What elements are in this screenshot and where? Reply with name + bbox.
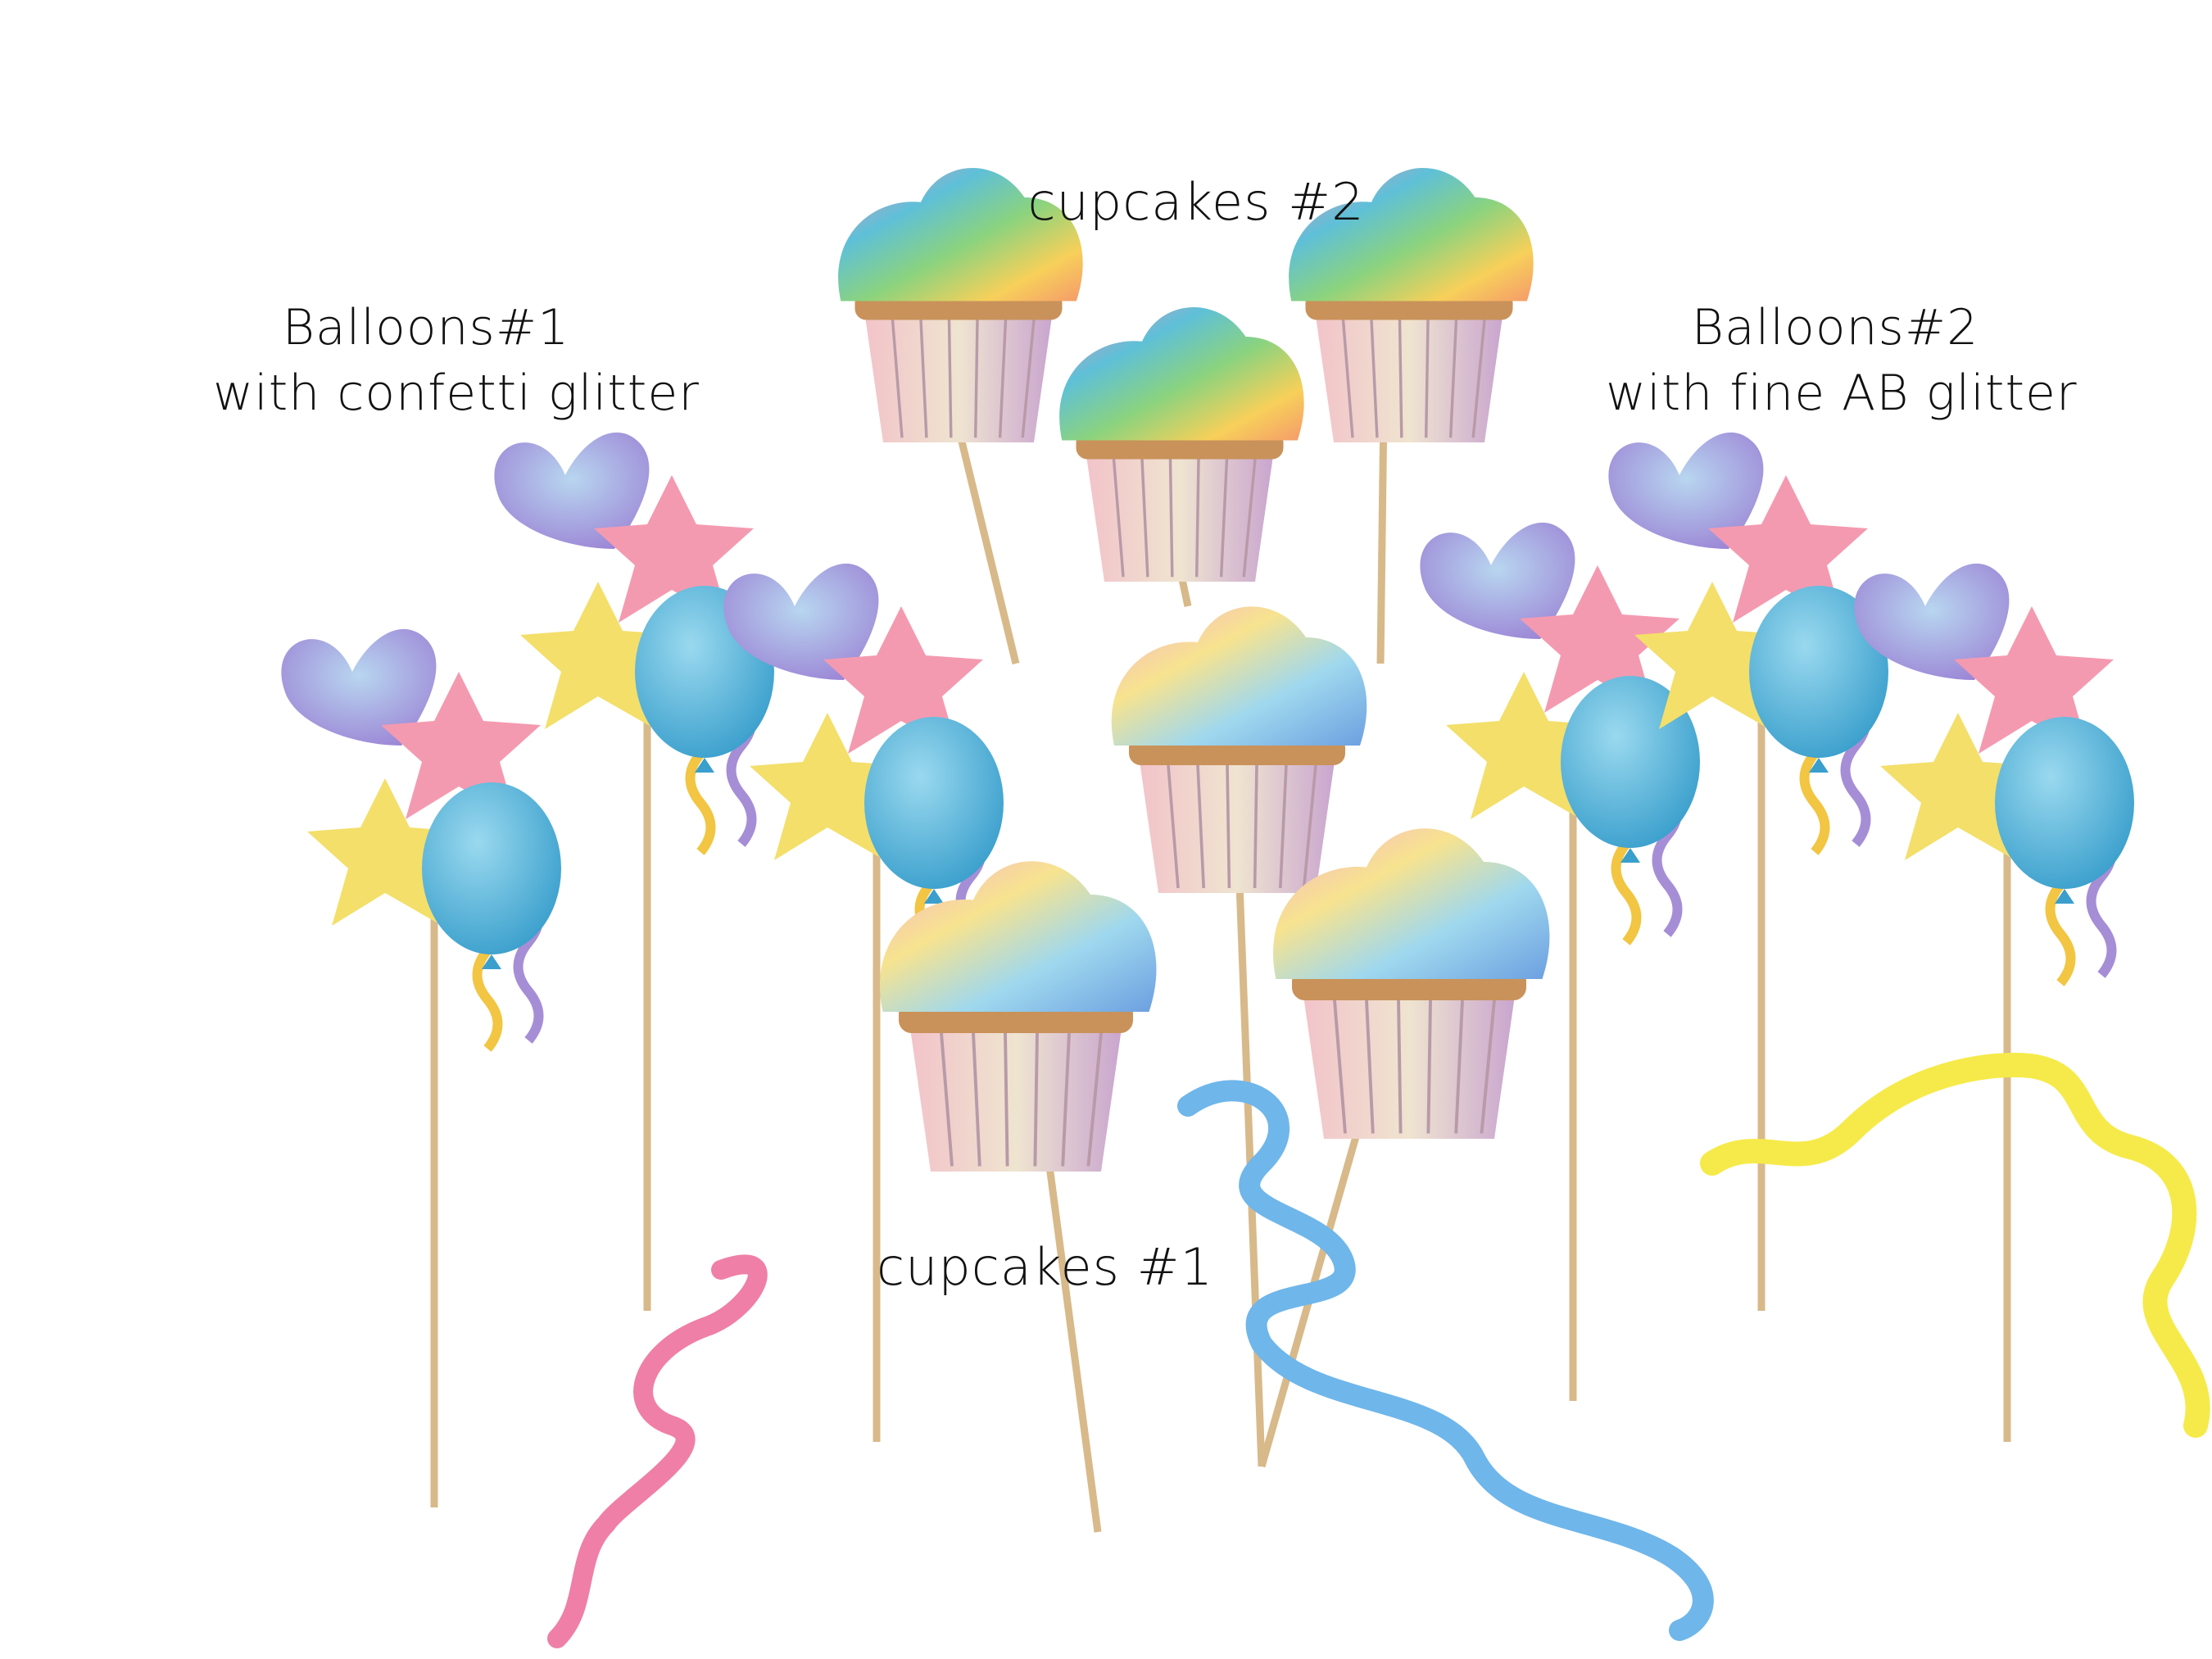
pink-curling-ribbon [547, 1254, 768, 1648]
yellow-curling-ribbon [1700, 1052, 2210, 1438]
cupcakes-1-label: cupcakes #1 [877, 1237, 1214, 1297]
blue-curling-ribbon [1177, 1080, 1714, 1641]
balloons-1-title: Balloons#1 [282, 299, 570, 356]
cupcakes-2-label: cupcakes #2 [1027, 172, 1365, 232]
balloons-1-label: Balloons#1 with confetti glitter [213, 295, 700, 426]
cupcake-1-center [1109, 605, 1369, 895]
balloons-1-subtitle: with confetti glitter [213, 365, 700, 422]
balloons-2-subtitle: with fine AB glitter [1606, 365, 2078, 422]
cupcake-2-middle [1058, 306, 1306, 583]
balloon-topper-left-1 [281, 629, 561, 1507]
balloon-topper-right-2 [1608, 433, 1888, 1311]
balloons-2-label: Balloons#2 with fine AB glitter [1606, 295, 2078, 426]
balloon-topper-right-3 [1854, 564, 2134, 1442]
balloons-2-title: Balloons#2 [1691, 299, 1979, 356]
